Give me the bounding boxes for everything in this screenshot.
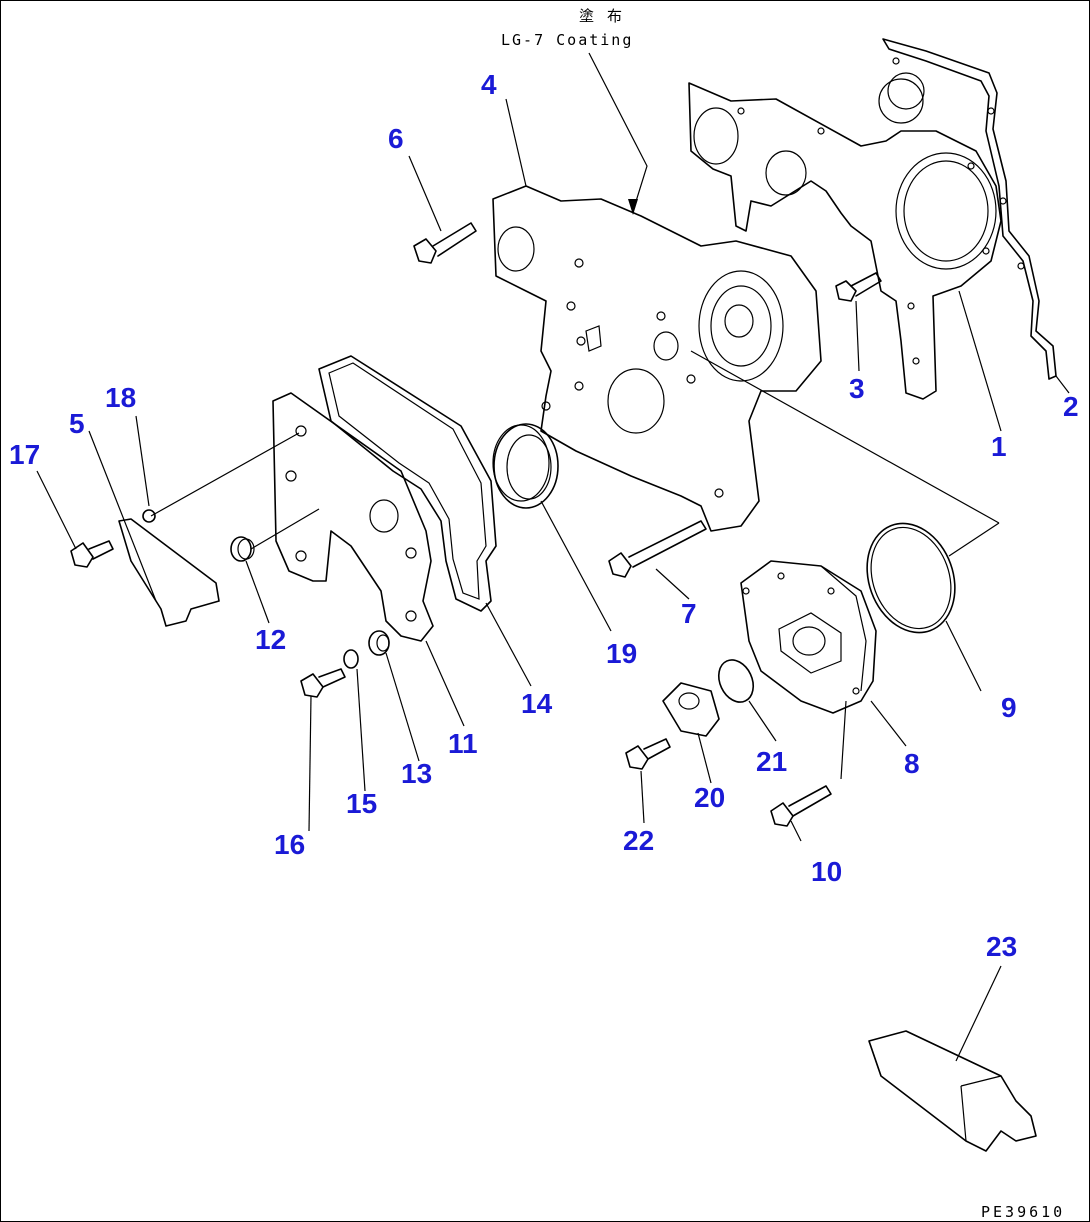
- callout-17: 17: [9, 439, 40, 470]
- note-arrowhead: [628, 199, 638, 215]
- callout-23: 23: [986, 931, 1017, 962]
- callouts: 1 2 3 4 5 6 7 8 9 10 11 12 13 14 15 16 1…: [9, 69, 1079, 962]
- callout-5: 5: [69, 408, 85, 439]
- callout-22: 22: [623, 825, 654, 856]
- callout-1: 1: [991, 431, 1007, 462]
- part-tool-23: [868, 1030, 1037, 1152]
- part-bolt-16: [300, 668, 346, 698]
- part-bolt-10: [770, 785, 832, 827]
- part-collar-13: [368, 630, 390, 656]
- callout-18: 18: [105, 382, 136, 413]
- part-washer-18: [142, 509, 156, 523]
- part-bracket: [118, 518, 220, 627]
- callout-2: 2: [1063, 391, 1079, 422]
- part-o-ring-21: [717, 659, 755, 703]
- note-english: LG-7 Coating: [501, 31, 633, 49]
- part-cap-20: [662, 682, 720, 737]
- part-spacer-12: [230, 536, 255, 562]
- part-bolt-7: [608, 520, 707, 578]
- callout-19: 19: [606, 638, 637, 669]
- callout-12: 12: [255, 624, 286, 655]
- callout-21: 21: [756, 746, 787, 777]
- part-bolt-22: [625, 738, 671, 770]
- callout-9: 9: [1001, 692, 1017, 723]
- callout-4: 4: [481, 69, 497, 100]
- callout-20: 20: [694, 782, 725, 813]
- callout-3: 3: [849, 373, 865, 404]
- part-gasket-outer: [882, 38, 1057, 380]
- callout-13: 13: [401, 758, 432, 789]
- part-bolt-6: [413, 222, 477, 264]
- callout-6: 6: [388, 123, 404, 154]
- callout-14: 14: [521, 688, 553, 719]
- note-leader: [588, 52, 648, 212]
- part-gasket-14: [318, 355, 497, 612]
- part-front-cover: [492, 185, 822, 532]
- callout-15: 15: [346, 788, 377, 819]
- note-japanese: 塗 布: [579, 7, 624, 25]
- callout-10: 10: [811, 856, 842, 887]
- part-oil-seal: [492, 423, 559, 509]
- part-o-ring: [866, 522, 956, 634]
- callout-8: 8: [904, 748, 920, 779]
- leader-lines: [36, 98, 1070, 1062]
- callout-11: 11: [448, 728, 478, 759]
- part-bolt-17: [70, 540, 114, 568]
- part-pump-cover: [740, 560, 877, 714]
- part-bolt-3: [835, 272, 882, 302]
- part-gasket-inner: [688, 78, 1002, 400]
- callout-16: 16: [274, 829, 305, 860]
- callout-7: 7: [681, 598, 697, 629]
- drawing-code: PE39610: [981, 1203, 1065, 1221]
- part-cover-plate: [150, 392, 434, 642]
- part-washer-15: [343, 649, 359, 669]
